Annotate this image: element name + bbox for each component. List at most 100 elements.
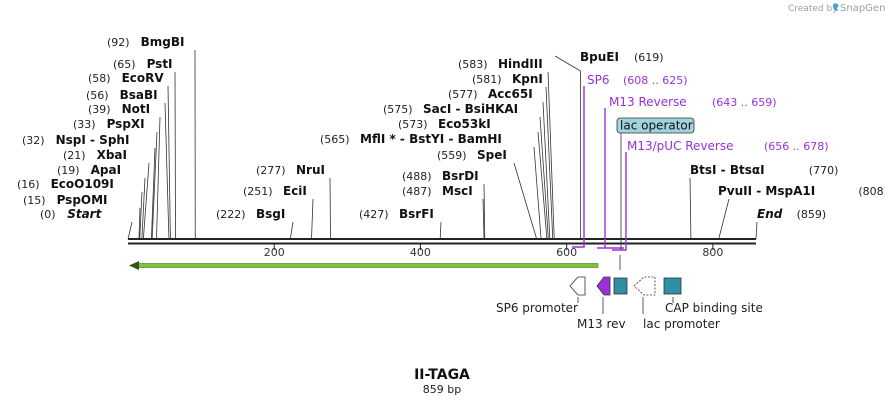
site-position: (33) [73,118,96,131]
site-label: (577)Acc65I [448,87,533,101]
site-position: (0) [40,208,56,221]
site-name: SacI - BsiHKAI [423,102,518,116]
site-position: (427) [359,208,389,221]
map-subtitle: 859 bp [423,383,461,396]
site-labels: (92)BmgBI (65) PstI (58) EcoRV (56) BsaBI (39) N… [17,35,885,221]
site-name: Start [67,207,102,221]
site-name: MscI [442,184,473,198]
site-position: (92) [107,36,130,49]
site-leader [151,131,158,240]
site-name: BsgI [256,207,285,221]
site-leader [439,221,442,240]
site-label: (65) PstI [113,57,173,71]
site-position: (19) [57,164,80,177]
site-label: (32)NspI - SphI [22,133,129,147]
site-leader [542,101,551,240]
site-label: (15) PspOMI [23,193,108,207]
site-label: (92)BmgBI [107,35,184,49]
site-position: (16) [17,178,40,191]
site-leader [539,116,549,240]
site-label: (583) HindIII [458,57,543,71]
site-position: (39) [88,103,111,116]
site-label: (21)XbaI [63,148,127,162]
site-name: HindIII [498,57,543,71]
site-leader [482,198,485,240]
site-label: (39) NotI [88,102,150,116]
site-name: PvuII - MspA1I [718,184,815,198]
site-position: (58) [88,72,111,85]
site-label: (565)MflI * - BstYI - BamHI [320,132,502,146]
site-leader [311,198,314,240]
site-name: NspI - SphI [56,133,130,147]
site-position: (577) [448,88,478,101]
lac-promoter-arrow [633,276,656,296]
site-name: EcoRV [122,71,165,85]
site-position: (65) [113,58,136,71]
site-name: EcoO109I [51,177,114,191]
site-position: (251) [243,185,273,198]
site-label: (581) KpnI [472,72,543,86]
site-label: (488)BsrDI [402,169,479,183]
site-leader [141,177,146,240]
site-position: (859) [797,208,827,221]
site-name: BsaBI [120,88,158,102]
snapgene-logo: SnapGene [833,3,885,14]
site-position: (277) [256,164,286,177]
site-leader [167,85,171,240]
site-name: SpeI [477,148,507,162]
site-leader [533,146,542,240]
site-label: (770)BtsI - BtsαI [690,163,838,177]
site-leader [554,55,581,239]
site-leader [127,221,133,240]
site-label: (277)NruI [256,163,325,177]
site-leader [483,183,486,240]
site-leader [150,147,156,240]
site-leader [755,221,758,240]
site-leader [329,177,331,240]
site-name: BtsI - BtsαI [690,163,765,177]
site-position: (222) [216,208,246,221]
site-leader [689,177,692,240]
site-name: Eco53kI [438,117,491,131]
site-position: (56) [86,89,109,102]
site-label: (58) EcoRV [88,71,164,85]
site-position: (15) [23,194,46,207]
site-name: EciI [283,184,307,198]
site-label: (427)BsrFI [359,207,434,221]
site-name: PspOMI [57,193,108,207]
snapgene-brand: SnapGene [840,3,885,14]
site-leader [547,71,555,240]
site-position: (581) [472,73,502,86]
site-position: (573) [398,118,428,131]
site-label: (33)PspXI [73,117,145,131]
primer-sp6: SP6 (608 .. 625) [572,73,688,248]
primer-m13-puc-reverse: M13/pUC Reverse (656 .. 678) [612,139,829,251]
orf-arrow [129,261,599,270]
site-leader [718,198,730,240]
site-label: (251) EciI [243,184,307,198]
credit-text: Created by [788,4,838,14]
primer-m13puc-name: M13/pUC Reverse [627,139,734,153]
site-label: (487)MscI [402,184,473,198]
site-name: End [757,207,783,221]
lac-operator-feature: lac operator [616,117,695,250]
site-leader [289,221,294,240]
site-leader [139,191,143,240]
site-position: (808) [858,185,885,198]
m13-rev-arrow [596,276,611,296]
site-label: (222) BsgI [216,207,285,221]
site-leader [164,102,170,240]
site-name: PstI [147,57,173,71]
cap-binding-site-label: CAP binding site [665,301,763,315]
feature-labels: SP6 promoter M13 rev lac promoter CAP bi… [496,297,763,331]
site-label: (559)SpeI [437,148,507,162]
sequence-backbone [128,238,756,245]
site-leader [513,162,538,240]
site-name: KpnI [512,72,543,86]
site-name: NotI [122,102,151,116]
site-position: (21) [63,149,86,162]
site-label: (19)ApaI [57,163,121,177]
lac-operator-label: lac operator [620,119,693,133]
site-leader [138,207,141,240]
site-position: (583) [458,58,488,71]
